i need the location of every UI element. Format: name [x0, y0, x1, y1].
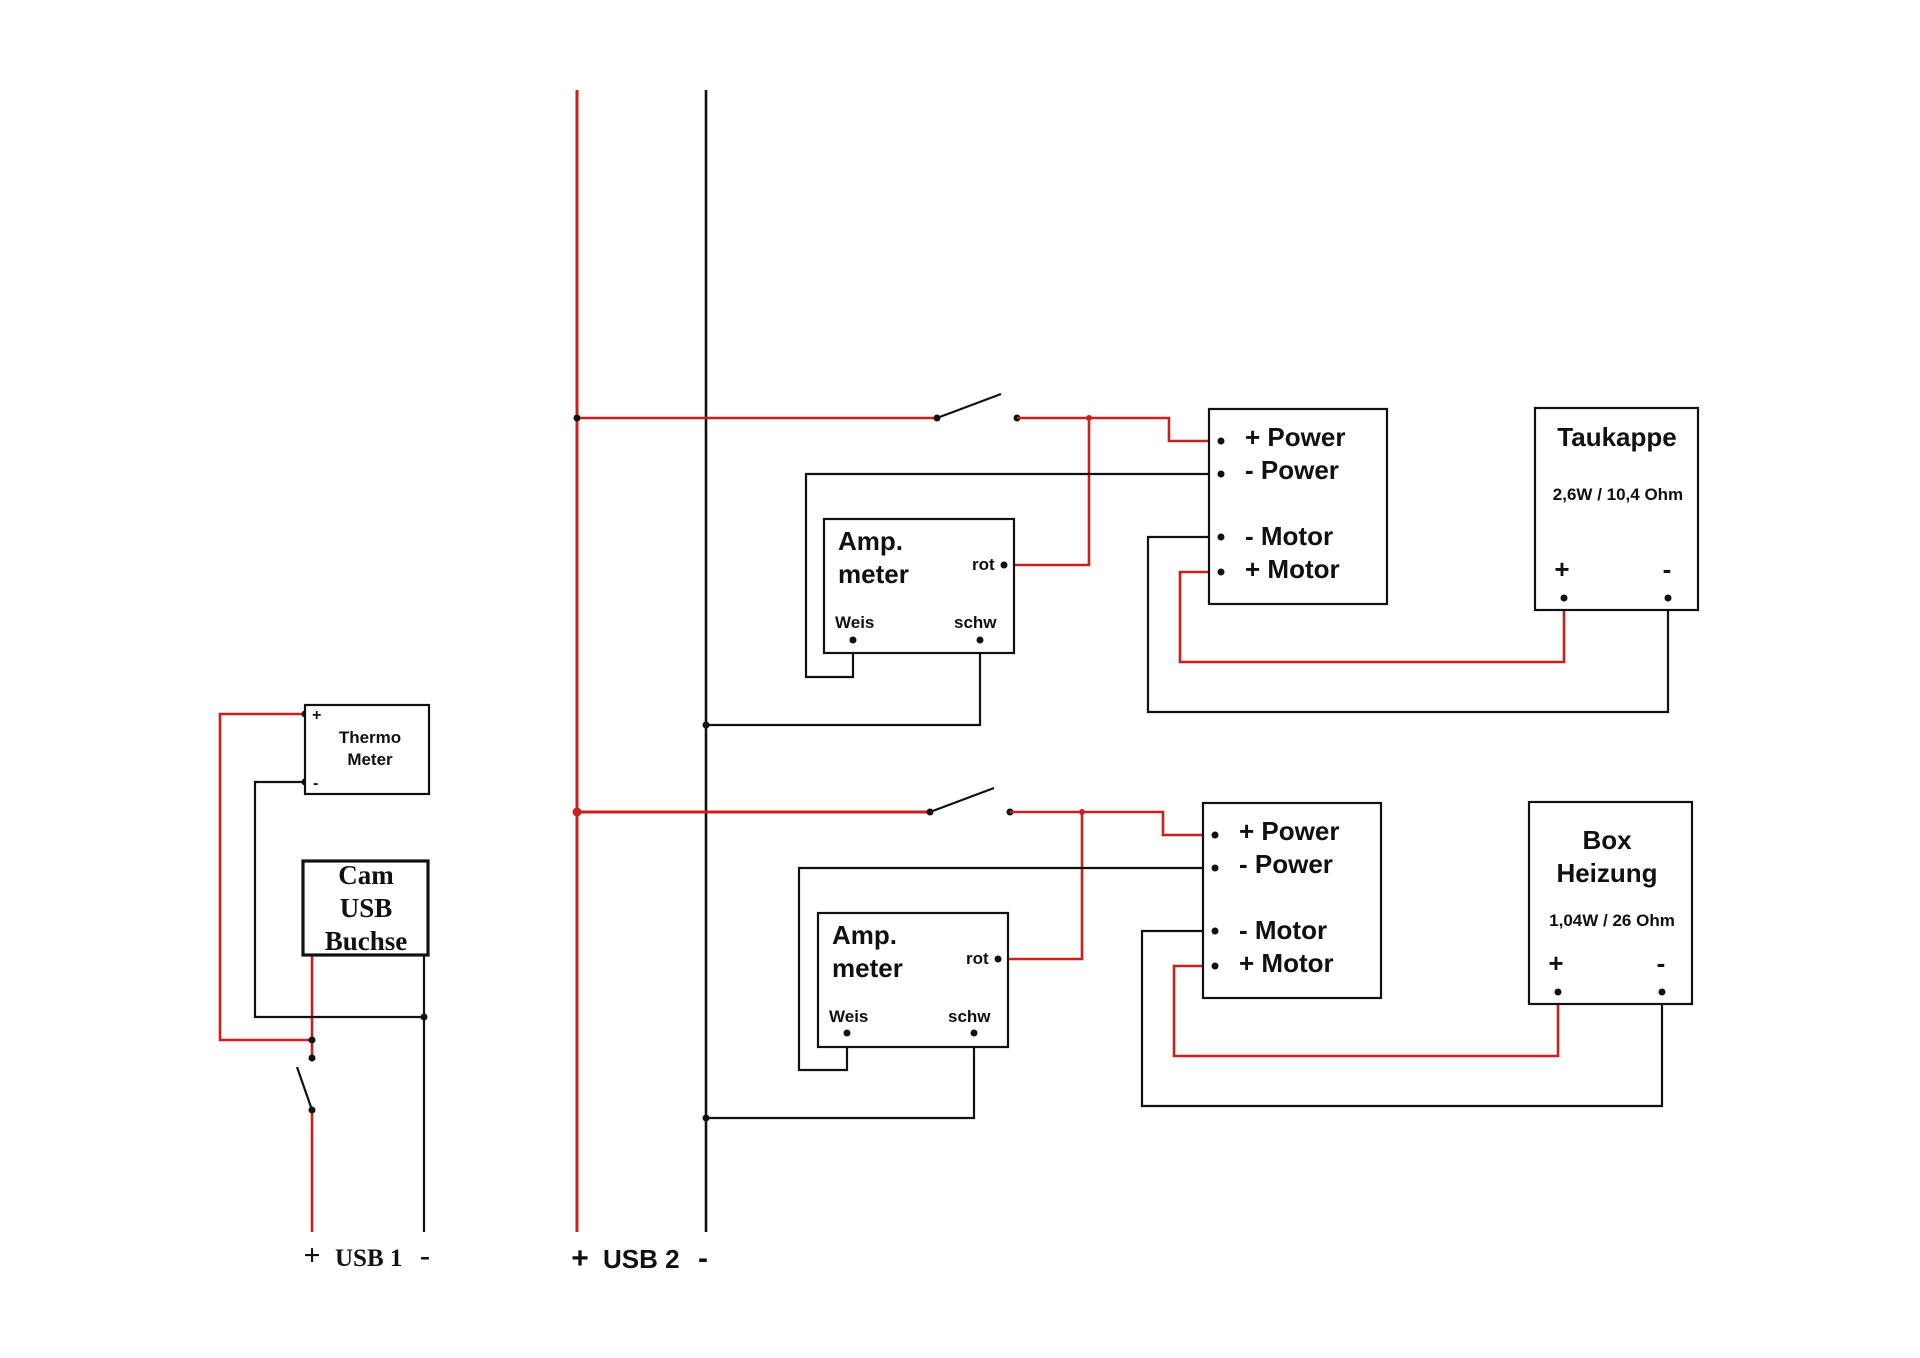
ch1-ampmeter-weis-pin: [849, 636, 857, 644]
ch1-plus-motor-label: + Motor: [1245, 554, 1340, 584]
channel-taukappe: Amp. meter rot Weis schw + Power - Power…: [573, 392, 1700, 729]
ch2-minus-power-wire: [797, 866, 1215, 1072]
ch1-plus-motor-wire: [1178, 570, 1566, 664]
cam-usb-socket-box: [301, 859, 430, 957]
ch2-rail-junction: [572, 807, 582, 817]
ch1-ampmeter-label-line2: meter: [838, 559, 909, 589]
ch2-minus-motor-wire: [1140, 929, 1664, 1108]
box-heizung-plus-pin: [1554, 988, 1562, 996]
ch2-ampmeter-schw-wire: [706, 1033, 976, 1120]
box-heizung-plus-label: +: [1548, 948, 1563, 978]
taukappe-title: Taukappe: [1557, 422, 1676, 452]
ch2-ampmeter-box: [816, 911, 1010, 1049]
ch1-minus-power-pin: [1217, 470, 1225, 478]
ch1-plus-power-label: + Power: [1245, 422, 1345, 452]
thermometer-box: [303, 703, 431, 796]
usb1-circuit: + - Thermo Meter Cam USB Buchse + USB 1 …: [218, 703, 431, 1272]
box-heizung-box: [1527, 800, 1694, 1006]
taukappe-plus-pin: [1560, 594, 1568, 602]
ch1-ampmeter-weis-label: Weis: [835, 613, 874, 632]
ch1-plus-motor-pin: [1217, 568, 1225, 576]
thermo-label-line2: Meter: [347, 750, 393, 769]
box-heizung-minus-label: -: [1657, 948, 1666, 978]
cam-label-line1: Cam: [338, 860, 394, 890]
ch1-minus-motor-label: - Motor: [1245, 521, 1333, 551]
ch1-minus-power-label: - Power: [1245, 455, 1339, 485]
usb1-switch-contact-b: [308, 1106, 316, 1114]
usb1-label: USB 1: [335, 1245, 402, 1272]
ch2-switch-blade: [929, 786, 995, 814]
ch2-plus-motor-pin: [1211, 962, 1219, 970]
ch1-rot-junction: [1086, 415, 1092, 421]
ch2-minus-power-label: - Power: [1239, 849, 1333, 879]
ch2-ampmeter-weis-pin: [843, 1029, 851, 1037]
thermo-negative-wire: [253, 780, 424, 1019]
ch1-switched-positive: [1017, 416, 1221, 443]
channel-box-heizung: Amp. meter rot Weis schw + Power - Power…: [572, 786, 1694, 1122]
ch1-ampmeter-schw-pin: [976, 636, 984, 644]
thermo-plus-label: +: [312, 707, 321, 724]
ch1-ampmeter-rot-pin: [1000, 561, 1008, 569]
ch2-ampmeter-weis-label: Weis: [829, 1007, 868, 1026]
usb2-label: USB 2: [603, 1244, 680, 1274]
ch1-minus-motor-wire: [1146, 535, 1670, 714]
ch2-minus-power-pin: [1211, 864, 1219, 872]
ch1-minus-power-wire: [804, 472, 1221, 679]
ch1-switch-blade: [936, 392, 1002, 420]
ch2-controller-box: [1201, 801, 1383, 1000]
ch1-controller-box: [1207, 407, 1389, 606]
cam-label-line3: Buchse: [325, 926, 408, 956]
taukappe-plus-label: +: [1554, 554, 1569, 584]
ch2-plus-motor-wire: [1172, 964, 1560, 1058]
ch1-ampmeter-label-line1: Amp.: [838, 526, 903, 556]
ch1-ground-junction: [702, 721, 710, 729]
ch1-ampmeter-schw-wire: [706, 640, 982, 727]
thermo-label-line1: Thermo: [339, 728, 401, 747]
usb2-plus-sign: +: [571, 1242, 589, 1275]
usb1-junction: [308, 1036, 316, 1044]
ch2-ampmeter-rot-pin: [994, 955, 1002, 963]
ch2-plus-motor-label: + Motor: [1239, 948, 1334, 978]
ch2-plus-power-pin: [1211, 831, 1219, 839]
usb1-minus-sign: -: [420, 1239, 430, 1272]
thermo-minus-label: -: [313, 775, 318, 792]
ch1-minus-motor-pin: [1217, 533, 1225, 541]
ch2-ampmeter-label-line1: Amp.: [832, 920, 897, 950]
usb1-switch-contact-a: [308, 1054, 316, 1062]
taukappe-minus-pin: [1664, 594, 1672, 602]
usb2-bus: + USB 2 -: [571, 90, 708, 1275]
ch2-ampmeter-rot-wire: [998, 812, 1084, 961]
usb1-switch-blade: [295, 1066, 314, 1111]
box-heizung-line1: Box: [1582, 825, 1632, 855]
ch2-ampmeter-label-line2: meter: [832, 953, 903, 983]
box-heizung-spec: 1,04W / 26 Ohm: [1549, 911, 1675, 930]
ch1-rail-junction: [573, 414, 581, 422]
usb2-minus-sign: -: [698, 1242, 708, 1275]
ch2-ground-junction: [702, 1114, 710, 1122]
ch2-ampmeter-rot-label: rot: [966, 949, 989, 968]
thermo-positive-wire: [218, 712, 312, 1042]
taukappe-minus-label: -: [1663, 554, 1672, 584]
ch1-ampmeter-box: [822, 517, 1016, 655]
usb1-plus-sign: +: [303, 1239, 320, 1272]
ch1-ampmeter-rot-wire: [1004, 418, 1091, 567]
ch2-minus-motor-pin: [1211, 927, 1219, 935]
taukappe-box: [1533, 406, 1700, 612]
ch2-switched-positive: [1010, 810, 1215, 837]
ch1-plus-power-pin: [1217, 437, 1225, 445]
cam-label-line2: USB: [340, 893, 393, 923]
box-heizung-minus-pin: [1658, 988, 1666, 996]
ch2-rot-junction: [1079, 809, 1085, 815]
ch2-plus-power-label: + Power: [1239, 816, 1339, 846]
taukappe-spec: 2,6W / 10,4 Ohm: [1553, 485, 1683, 504]
ch2-ampmeter-schw-pin: [970, 1029, 978, 1037]
usb1-ground-junction: [420, 1013, 428, 1021]
ch2-minus-motor-label: - Motor: [1239, 915, 1327, 945]
ch1-ampmeter-schw-label: schw: [954, 613, 997, 632]
ch1-ampmeter-rot-label: rot: [972, 555, 995, 574]
box-heizung-line2: Heizung: [1556, 858, 1657, 888]
ch2-ampmeter-schw-label: schw: [948, 1007, 991, 1026]
